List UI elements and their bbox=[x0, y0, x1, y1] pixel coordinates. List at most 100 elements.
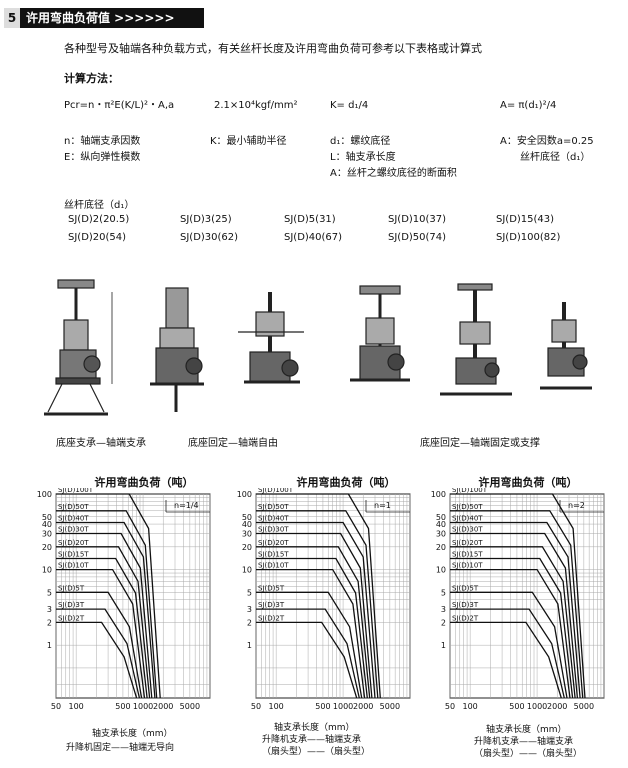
series-line bbox=[256, 621, 358, 699]
x-tick-label: 2000 bbox=[353, 702, 373, 711]
root-dia-item: SJ(D)50(74) bbox=[388, 232, 447, 243]
caption-3: 底座回定—轴端固定或支撑 bbox=[420, 438, 540, 449]
series-label: SJ(D)100T bbox=[58, 488, 94, 494]
chart-3-xlabel: 轴支承长度（mm） bbox=[486, 725, 567, 735]
y-tick-label: 30 bbox=[42, 530, 52, 539]
y-tick-label: 2 bbox=[441, 618, 446, 627]
series-line bbox=[256, 532, 373, 699]
x-tick-label: 50 bbox=[445, 702, 455, 711]
root-dia-item: SJ(D)30(62) bbox=[180, 232, 239, 243]
series-label: SJ(D)3T bbox=[58, 601, 85, 609]
series-line bbox=[56, 521, 156, 699]
series-label: SJ(D)5T bbox=[258, 584, 285, 592]
series-label: SJ(D)20T bbox=[58, 539, 89, 547]
y-tick-label: 20 bbox=[242, 543, 252, 552]
x-tick-label: 100 bbox=[269, 702, 284, 711]
series-line bbox=[56, 591, 143, 699]
x-tick-label: 2000 bbox=[547, 702, 567, 711]
series-line bbox=[450, 532, 579, 699]
series-line bbox=[56, 532, 153, 699]
y-tick-label: 1 bbox=[47, 641, 52, 650]
jack-drawing-1 bbox=[44, 279, 113, 416]
chart-1-title: 许用弯曲负荷（吨） bbox=[94, 476, 194, 489]
page-number: 5 bbox=[4, 8, 20, 28]
y-tick-label: 50 bbox=[42, 513, 52, 522]
root-dia-heading: 丝杆底径（d₁） bbox=[64, 200, 135, 211]
y-tick-label: 5 bbox=[441, 588, 446, 597]
y-tick-label: 40 bbox=[42, 520, 52, 529]
chart-2-xlabel: 轴支承长度（mm） bbox=[274, 723, 355, 733]
chart-1-subcaption: 升降机固定——轴端无导向 bbox=[66, 743, 175, 753]
x-tick-label: 500 bbox=[509, 702, 524, 711]
series-line bbox=[256, 493, 381, 699]
x-tick-label: 1000 bbox=[527, 702, 547, 711]
series-line bbox=[450, 568, 571, 699]
series-label: SJ(D)2T bbox=[58, 614, 85, 622]
caption-2: 底座回定—轴端自由 bbox=[188, 438, 278, 449]
series-label: SJ(D)15T bbox=[258, 551, 289, 559]
series-line bbox=[56, 608, 141, 699]
y-tick-label: 1 bbox=[247, 641, 252, 650]
series-label: SJ(D)2T bbox=[258, 614, 285, 622]
series-label: SJ(D)30T bbox=[258, 526, 289, 534]
def-n: n：轴端支承因数 bbox=[64, 136, 141, 147]
y-tick-label: 2 bbox=[247, 618, 252, 627]
y-tick-label: 10 bbox=[242, 566, 252, 575]
x-tick-label: 100 bbox=[463, 702, 478, 711]
jack-drawing-4 bbox=[350, 285, 410, 382]
series-line bbox=[256, 568, 366, 699]
jack-drawing-2 bbox=[150, 287, 204, 412]
y-tick-label: 40 bbox=[242, 520, 252, 529]
series-label: SJ(D)2T bbox=[452, 614, 479, 622]
root-dia-item: SJ(D)10(37) bbox=[388, 214, 447, 225]
formula-a: A= π(d₁)²/4 bbox=[500, 100, 557, 111]
intro-text: 各种型号及轴端各种负载方式，有关丝杆长度及许用弯曲负荷可参考以下表格或计算式 bbox=[64, 42, 482, 55]
series-line bbox=[56, 621, 138, 699]
series-line bbox=[450, 546, 576, 699]
series-label: SJ(D)40T bbox=[58, 514, 89, 522]
y-tick-label: 100 bbox=[237, 490, 252, 499]
x-tick-label: 2000 bbox=[153, 702, 173, 711]
series-line bbox=[56, 557, 148, 699]
x-tick-label: 50 bbox=[51, 702, 61, 711]
y-tick-label: 30 bbox=[242, 530, 252, 539]
y-tick-label: 50 bbox=[436, 513, 446, 522]
formula-e: 2.1×10⁴kgf/mm² bbox=[214, 100, 298, 111]
def-a-safety: A：安全因数a=0.25 bbox=[500, 136, 594, 147]
series-line bbox=[56, 546, 151, 699]
chart-2-subcaption2: （扇头型）——（扇头型） bbox=[262, 747, 371, 757]
calc-heading: 计算方法： bbox=[64, 72, 119, 85]
chart-annotation: n=1 bbox=[374, 501, 391, 510]
x-tick-label: 50 bbox=[251, 702, 261, 711]
series-label: SJ(D)40T bbox=[452, 514, 483, 522]
series-line bbox=[450, 591, 568, 699]
series-label: SJ(D)30T bbox=[58, 526, 89, 534]
jack-drawings bbox=[44, 279, 592, 416]
series-line bbox=[450, 510, 584, 699]
series-line bbox=[256, 608, 360, 699]
x-tick-label: 1000 bbox=[133, 702, 153, 711]
formula-pcr: Pcr=n・π²E(K/L)²・A,a bbox=[64, 100, 175, 111]
series-line bbox=[256, 521, 376, 699]
y-tick-label: 3 bbox=[247, 605, 252, 614]
y-tick-label: 50 bbox=[242, 513, 252, 522]
x-tick-label: 1000 bbox=[333, 702, 353, 711]
y-tick-label: 10 bbox=[42, 566, 52, 575]
root-dia-item: SJ(D)2(20.5) bbox=[68, 214, 130, 225]
section-header: 5 许用弯曲负荷值 >>>>>> bbox=[4, 8, 204, 28]
jack-drawing-6 bbox=[540, 302, 592, 390]
series-label: SJ(D)20T bbox=[258, 539, 289, 547]
chart-annotation: n=2 bbox=[568, 501, 585, 510]
chart-3-subcaption2: （扇头型）——（扇头型） bbox=[474, 749, 583, 759]
x-tick-label: 5000 bbox=[180, 702, 200, 711]
series-label: SJ(D)50T bbox=[452, 503, 483, 511]
y-tick-label: 5 bbox=[247, 588, 252, 597]
y-tick-label: 20 bbox=[436, 543, 446, 552]
root-dia-item: SJ(D)15(43) bbox=[496, 214, 555, 225]
series-label: SJ(D)5T bbox=[452, 584, 479, 592]
x-tick-label: 100 bbox=[69, 702, 84, 711]
series-label: SJ(D)100T bbox=[452, 488, 488, 494]
